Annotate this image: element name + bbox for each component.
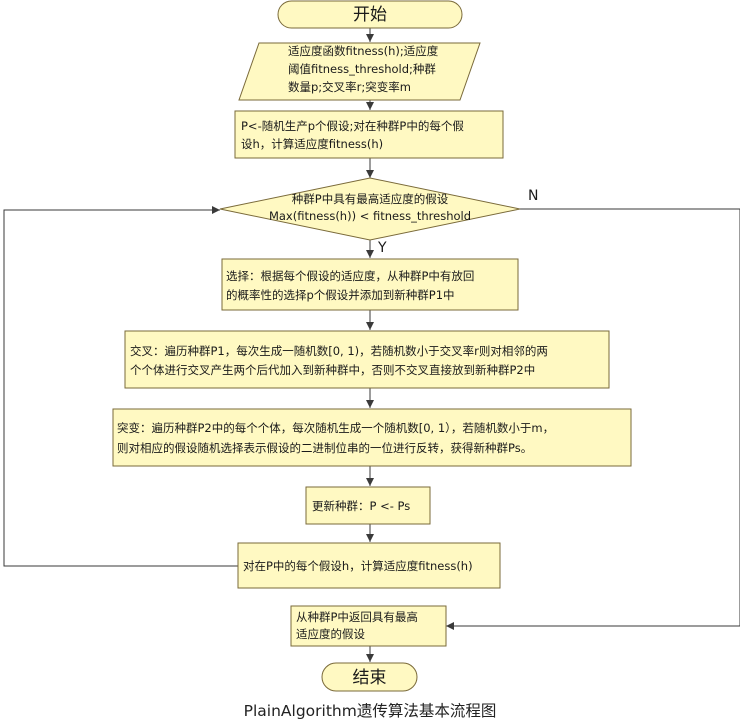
yes-label: Y bbox=[377, 240, 387, 256]
start-node: 开始 bbox=[277, 0, 463, 29]
input-line-2: 阈值fitness_threshold;种群 bbox=[288, 62, 436, 76]
update-label: 更新种群：P <- Ps bbox=[312, 499, 410, 513]
end-node: 结束 bbox=[321, 662, 418, 692]
mutate-node: 突变：遍历种群P2中的每个个体，每次随机生成一个随机数[0, 1），若随机数小于… bbox=[112, 408, 632, 467]
input-line-1: 适应度函数fitness(h);适应度 bbox=[288, 44, 439, 58]
input-line-3: 数量p;交叉率r;突变率m bbox=[288, 80, 411, 94]
no-label: N bbox=[528, 188, 538, 204]
crossover-node: 交叉：遍历种群P1，每次生成一随机数[0, 1)，若随机数小于交叉率r则对相邻的… bbox=[124, 330, 610, 389]
input-node: 适应度函数fitness(h);适应度 阈值fitness_threshold;… bbox=[238, 42, 481, 101]
return-node: 从种群P中返回具有最高 适应度的假设 bbox=[290, 605, 447, 647]
edges bbox=[3, 28, 740, 662]
select-node: 选择：根据每个假设的适应度，从种群P中有放回 的概率性的选择p个假设并添加到新种… bbox=[221, 258, 519, 311]
init-node: P<-随机生产p个假设;对在种群P中的每个假 设h，计算适应度fitness(h… bbox=[234, 110, 504, 159]
decision-node: 种群P中具有最高适应度的假设 Max(fitness(h)) < fitness… bbox=[219, 177, 521, 241]
return-line-1: 从种群P中返回具有最高 bbox=[296, 610, 418, 624]
figure-caption: PlainAlgorithm遗传算法基本流程图 bbox=[244, 701, 497, 720]
end-label: 结束 bbox=[353, 668, 387, 688]
crossover-line-1: 交叉：遍历种群P1，每次生成一随机数[0, 1)，若随机数小于交叉率r则对相邻的… bbox=[130, 344, 548, 358]
init-line-1: P<-随机生产p个假设;对在种群P中的每个假 bbox=[241, 119, 464, 133]
select-line-1: 选择：根据每个假设的适应度，从种群P中有放回 bbox=[226, 269, 474, 283]
decision-line-1: 种群P中具有最高适应度的假设 bbox=[292, 192, 449, 206]
start-label: 开始 bbox=[353, 5, 387, 25]
update-node: 更新种群：P <- Ps bbox=[305, 486, 431, 525]
eval-node: 对在P中的每个假设h，计算适应度fitness(h) bbox=[237, 542, 501, 589]
init-line-2: 设h，计算适应度fitness(h) bbox=[241, 137, 383, 151]
mutate-line-2: 则对相应的假设随机选择表示假设的二进制位串的一位进行反转，获得新种群Ps。 bbox=[117, 441, 532, 455]
edge-eval-loop-back bbox=[3, 206, 238, 567]
mutate-line-1: 突变：遍历种群P2中的每个个体，每次随机生成一个随机数[0, 1），若随机数小于… bbox=[117, 421, 554, 435]
eval-label: 对在P中的每个假设h，计算适应度fitness(h) bbox=[243, 559, 473, 573]
crossover-line-2: 个个体进行交叉产生两个后代加入到新种群中，否则不交叉直接放到新种群P2中 bbox=[130, 363, 535, 377]
return-line-2: 适应度的假设 bbox=[296, 627, 365, 641]
decision-line-2: Max(fitness(h)) < fitness_threshold bbox=[269, 209, 471, 223]
edge-decision-no-return bbox=[446, 208, 740, 630]
select-line-2: 的概率性的选择p个假设并添加到新种群P1中 bbox=[226, 288, 455, 302]
